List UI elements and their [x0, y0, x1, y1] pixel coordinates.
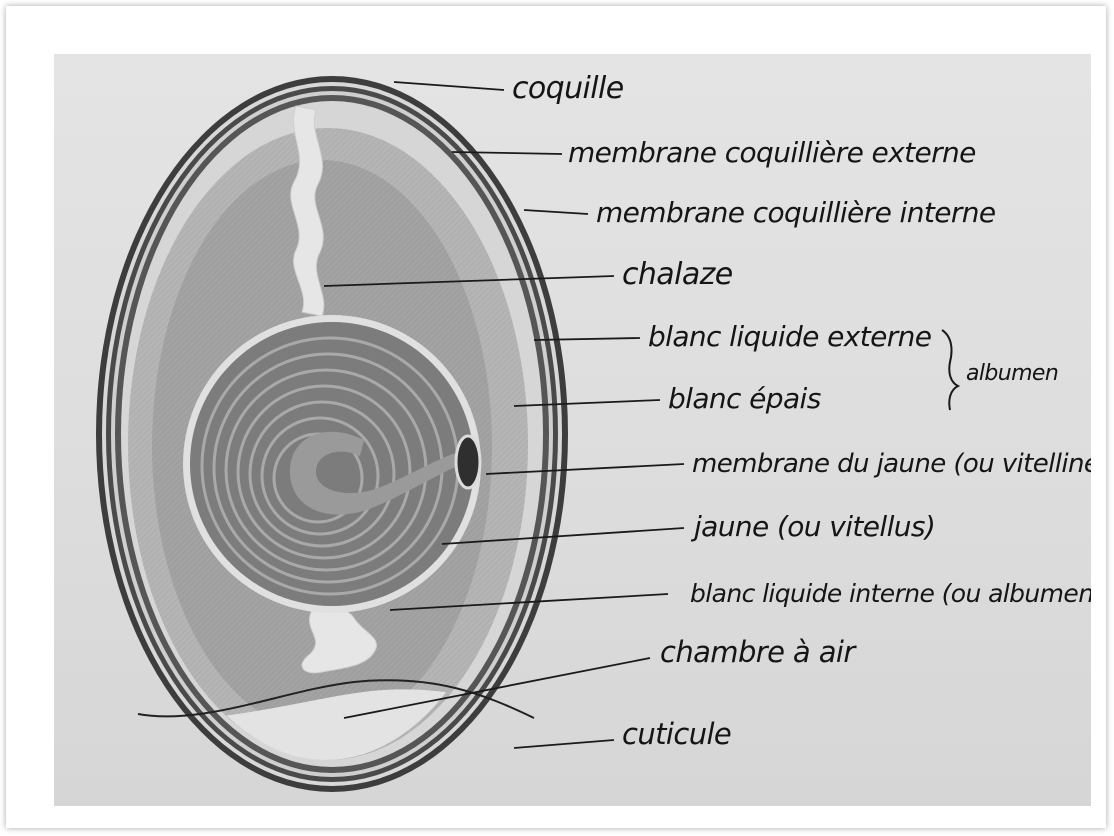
label-membrane-jaune: membrane du jaune (ou vitelline) [692, 449, 1091, 479]
albumen-brace [942, 330, 958, 410]
label-jaune: jaune (ou vitellus) [690, 510, 935, 543]
egg-diagram: coquille membrane coquillière externe me… [54, 54, 1091, 806]
label-blanc-liquide-externe: blanc liquide externe [648, 320, 931, 353]
label-coquille: coquille [512, 71, 624, 106]
label-cuticule: cuticule [622, 717, 731, 751]
label-membrane-interne: membrane coquillière interne [596, 196, 996, 229]
label-blanc-epais: blanc épais [668, 382, 821, 415]
label-albumen: albumen [966, 361, 1058, 386]
label-blanc-liquide-interne: blanc liquide interne (ou albumen [690, 579, 1091, 608]
egg-diagram-photo: coquille membrane coquillière externe me… [54, 54, 1091, 806]
label-membrane-externe: membrane coquillière externe [568, 136, 976, 169]
germinal-disc [456, 436, 480, 488]
label-chambre-air: chambre à air [660, 635, 857, 669]
photo-frame: coquille membrane coquillière externe me… [6, 6, 1106, 828]
label-chalaze: chalaze [622, 257, 733, 292]
